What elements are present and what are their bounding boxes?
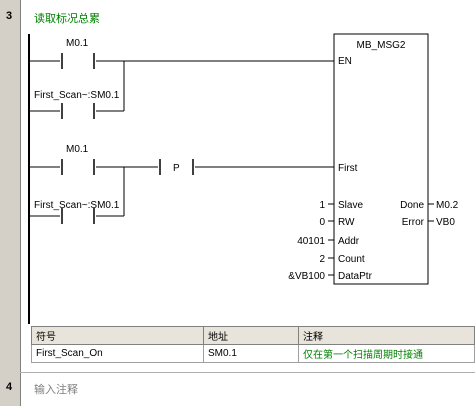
symbol-table: 符号 地址 注释 First_Scan_On SM0.1 仅在第一个扫描周期时接… <box>31 326 475 363</box>
contact-m01-en[interactable] <box>61 53 95 69</box>
output-value: M0.2 <box>436 200 459 211</box>
contact-label: First_Scan~:SM0.1 <box>34 90 120 101</box>
mb-msg2-block <box>333 33 429 285</box>
input-value: 40101 <box>297 236 325 247</box>
network-number-3[interactable]: 3 <box>5 10 13 22</box>
output-pin: Done <box>400 200 424 211</box>
output-error: Error VB0 <box>402 217 456 228</box>
input-pin: RW <box>338 217 355 228</box>
header-address: 地址 <box>203 326 299 345</box>
header-symbol: 符号 <box>31 326 204 345</box>
contact-label: M0.1 <box>66 144 89 155</box>
input-value: &VB100 <box>288 271 325 282</box>
contact-sm01-first[interactable] <box>61 208 95 224</box>
pin-en: EN <box>338 56 352 67</box>
contact-m01-first[interactable] <box>61 159 95 175</box>
input-slave: 1 Slave <box>319 200 363 211</box>
contact-label: M0.1 <box>66 38 89 49</box>
header-comment: 注释 <box>298 326 475 345</box>
input-pin: Addr <box>338 236 360 247</box>
cell-symbol[interactable]: First_Scan_On <box>31 344 204 363</box>
network-number-4[interactable]: 4 <box>5 381 13 393</box>
output-pin: Error <box>402 217 425 228</box>
input-value: 2 <box>319 254 325 265</box>
network-title[interactable]: 读取标况总累 <box>34 13 100 25</box>
input-value: 0 <box>319 217 325 228</box>
network-comment-input[interactable]: 输入注释 <box>34 384 78 396</box>
cell-comment[interactable]: 仅在第一个扫描周期时接通 <box>298 344 475 363</box>
contact-label: First_Scan~:SM0.1 <box>34 200 120 211</box>
input-dataptr: &VB100 DataPtr <box>288 271 372 282</box>
input-pin: Count <box>338 254 365 265</box>
input-pin: DataPtr <box>338 271 373 282</box>
cell-address[interactable]: SM0.1 <box>203 344 299 363</box>
contact-sm01-en[interactable] <box>61 103 95 119</box>
input-count: 2 Count <box>319 254 364 265</box>
block-name: MB_MSG2 <box>357 40 406 51</box>
network-divider <box>20 372 475 373</box>
output-done: Done M0.2 <box>400 200 459 211</box>
table-row[interactable]: First_Scan_On SM0.1 仅在第一个扫描周期时接通 <box>31 344 475 363</box>
output-value: VB0 <box>436 217 455 228</box>
network-gutter <box>0 0 21 406</box>
positive-transition-contact[interactable]: P <box>159 159 194 175</box>
pin-first: First <box>338 163 358 174</box>
input-value: 1 <box>319 200 325 211</box>
input-addr: 40101 Addr <box>297 236 360 247</box>
input-rw: 0 RW <box>319 217 355 228</box>
input-pin: Slave <box>338 200 363 211</box>
svg-text:P: P <box>173 163 180 174</box>
